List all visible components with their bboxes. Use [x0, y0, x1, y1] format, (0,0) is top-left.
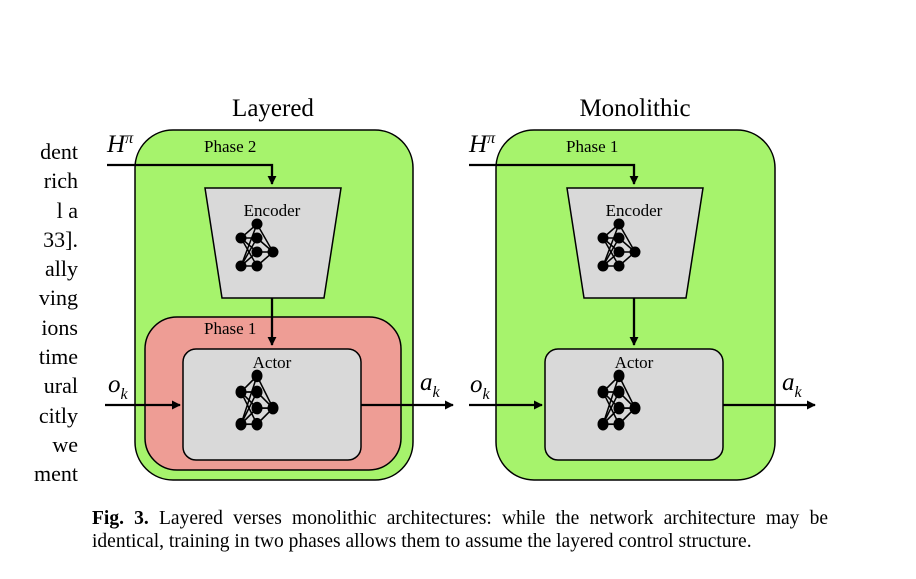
a-k-label: ak [782, 369, 803, 401]
text-line: 33]. [43, 226, 78, 252]
h-pi-label: Hπ [468, 130, 496, 158]
layered-panel: Layered Phase 2 Phase 1 Encoder Actor Hπ… [105, 95, 454, 481]
text-line: ally [45, 256, 78, 282]
architecture-figure: Layered Phase 2 Phase 1 Encoder Actor Hπ… [105, 95, 816, 481]
phase1-label: Phase 1 [566, 137, 618, 156]
text-line: we [52, 431, 78, 457]
text-line: citly [38, 402, 78, 428]
monolithic-title: Monolithic [579, 95, 690, 122]
text-line: ural [43, 373, 78, 399]
body-text-column-fragment: dent rich l a 33]. ally ving ions time u… [0, 137, 78, 489]
encoder-label: Encoder [606, 201, 663, 220]
text-line: l a [56, 197, 78, 223]
text-line: rich [43, 168, 78, 194]
text-line: dent [40, 139, 78, 164]
layered-title: Layered [232, 95, 314, 122]
o-k-label: ok [108, 371, 129, 403]
actor-label: Actor [253, 353, 292, 372]
caption-label: Fig. 3. [92, 508, 149, 529]
text-line: ment [34, 461, 78, 487]
h-pi-label: Hπ [106, 130, 134, 158]
figure-caption: Fig. 3. Layered verses monolithic archit… [92, 507, 828, 553]
text-line: ving [38, 285, 78, 311]
encoder-label: Encoder [244, 201, 301, 220]
h-input-arrow [469, 163, 639, 185]
caption-text: Layered verses monolithic architectures:… [92, 508, 829, 552]
a-k-label: ak [420, 369, 441, 401]
text-line: time [38, 344, 78, 370]
phase2-label: Phase 2 [204, 137, 256, 156]
phase1-label: Phase 1 [204, 319, 256, 338]
o-k-label: ok [470, 371, 491, 403]
h-input-arrow [107, 163, 277, 185]
actor-label: Actor [615, 353, 654, 372]
text-line: ions [41, 314, 78, 340]
monolithic-panel: Monolithic Phase 1 Encoder Actor Hπ ok a… [468, 95, 816, 481]
